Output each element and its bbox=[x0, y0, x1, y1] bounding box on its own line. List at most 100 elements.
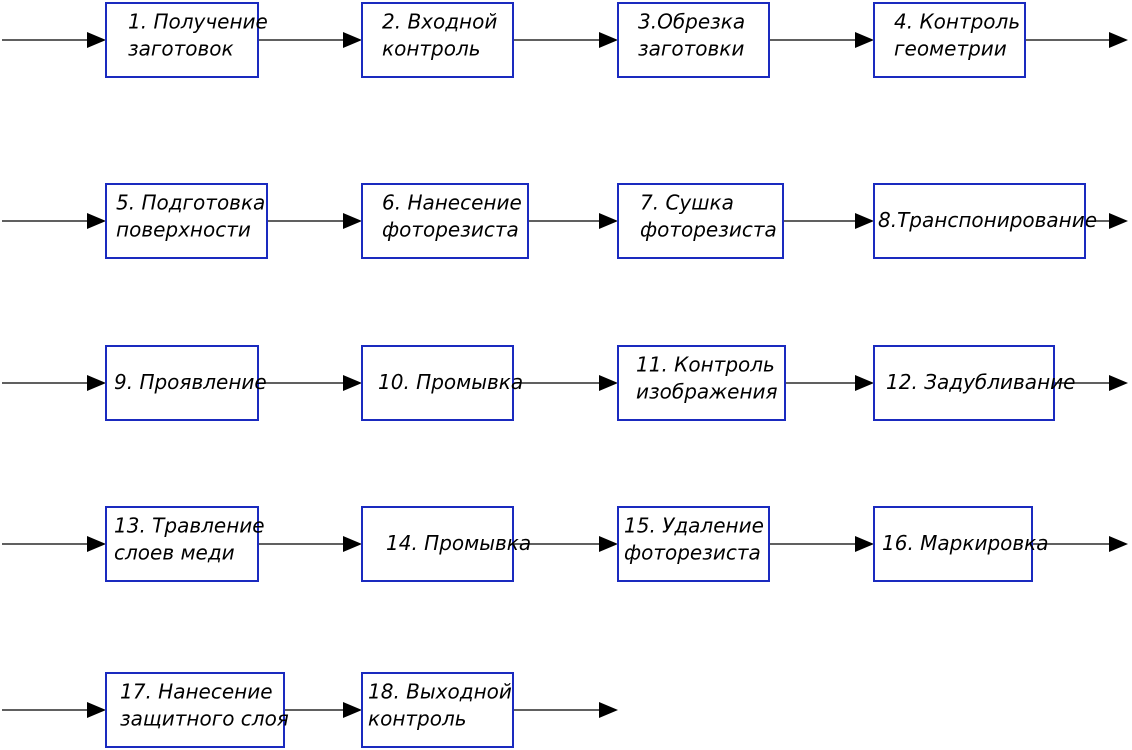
step-label-line: 17. Нанесение bbox=[120, 680, 273, 704]
arrowhead-icon bbox=[343, 536, 362, 552]
connector-between-steps bbox=[769, 536, 874, 552]
connector-lead-in bbox=[2, 213, 106, 229]
step-box bbox=[617, 183, 784, 259]
arrowhead-icon bbox=[87, 213, 106, 229]
connector-trailing bbox=[1032, 536, 1128, 552]
step-box bbox=[361, 506, 514, 582]
connector-between-steps bbox=[267, 213, 362, 229]
process-step-11: 11. Контроль изображения bbox=[617, 345, 786, 421]
step-label-line: 11. Контроль bbox=[636, 353, 775, 377]
step-box bbox=[105, 345, 259, 421]
step-label-line: слоев меди bbox=[114, 541, 235, 565]
process-step-16: 16. Маркировка bbox=[873, 506, 1049, 582]
step-label-line: фоторезиста bbox=[382, 218, 519, 242]
step-label-line: поверхности bbox=[116, 218, 251, 242]
step-label-line: 7. Сушка bbox=[640, 191, 734, 215]
process-step-1: 1. Получение заготовок bbox=[105, 2, 268, 78]
step-box bbox=[105, 183, 268, 259]
step-box bbox=[105, 672, 285, 748]
process-step-10: 10. Промывка bbox=[361, 345, 523, 421]
connector-between-steps bbox=[513, 536, 618, 552]
step-label-line: 8.Транспонирование bbox=[878, 208, 1097, 232]
step-label-line: фоторезиста bbox=[640, 218, 777, 242]
arrowhead-icon bbox=[599, 32, 618, 48]
connector-lead-in bbox=[2, 375, 106, 391]
step-box bbox=[617, 506, 770, 582]
step-box bbox=[361, 672, 514, 748]
arrowhead-icon bbox=[343, 32, 362, 48]
step-label-line: заготовок bbox=[128, 37, 234, 61]
step-label-line: контроль bbox=[382, 37, 481, 61]
step-label-line: 18. Выходной bbox=[368, 680, 512, 704]
process-step-5: 5. Подготовка поверхности bbox=[105, 183, 268, 259]
process-step-17: 17. Нанесение защитного слоя bbox=[105, 672, 289, 748]
step-box bbox=[873, 183, 1086, 259]
connector-between-steps bbox=[258, 32, 362, 48]
process-step-13: 13. Травление слоев меди bbox=[105, 506, 265, 582]
connectors bbox=[2, 32, 1128, 718]
step-box bbox=[873, 506, 1033, 582]
step-box bbox=[361, 345, 514, 421]
arrowhead-icon bbox=[855, 32, 874, 48]
connector-trailing bbox=[1085, 213, 1128, 229]
connector-between-steps bbox=[513, 375, 618, 391]
step-label-line: геометрии bbox=[894, 37, 1007, 61]
step-box bbox=[361, 2, 514, 78]
arrowhead-icon bbox=[87, 375, 106, 391]
arrowhead-icon bbox=[1109, 536, 1128, 552]
step-box bbox=[105, 506, 259, 582]
step-label-line: 1. Получение bbox=[128, 10, 268, 34]
process-step-7: 7. Сушка фоторезиста bbox=[617, 183, 784, 259]
connector-trailing bbox=[1054, 375, 1128, 391]
process-step-14: 14. Промывка bbox=[361, 506, 531, 582]
process-step-9: 9. Проявление bbox=[105, 345, 267, 421]
arrowhead-icon bbox=[343, 375, 362, 391]
arrowhead-icon bbox=[87, 702, 106, 718]
arrowhead-icon bbox=[343, 702, 362, 718]
step-label-line: 15. Удаление bbox=[624, 514, 764, 538]
step-box bbox=[361, 183, 529, 259]
step-label-line: 16. Маркировка bbox=[882, 531, 1049, 555]
step-label-line: 13. Травление bbox=[114, 514, 265, 538]
arrowhead-icon bbox=[1109, 375, 1128, 391]
arrowhead-icon bbox=[599, 702, 618, 718]
step-label-line: 14. Промывка bbox=[386, 531, 531, 555]
arrowhead-icon bbox=[855, 213, 874, 229]
process-step-18: 18. Выходной контроль bbox=[361, 672, 514, 748]
process-step-8: 8.Транспонирование bbox=[873, 183, 1097, 259]
step-label-line: изображения bbox=[636, 380, 778, 404]
step-label-line: 3.Обрезка bbox=[638, 10, 745, 34]
process-step-3: 3.Обрезка заготовки bbox=[617, 2, 770, 78]
connector-lead-in bbox=[2, 536, 106, 552]
connector-lead-in bbox=[2, 702, 106, 718]
arrowhead-icon bbox=[599, 213, 618, 229]
step-label-line: контроль bbox=[368, 707, 467, 731]
connector-between-steps bbox=[785, 375, 874, 391]
connector-between-steps bbox=[769, 32, 874, 48]
arrowhead-icon bbox=[1109, 32, 1128, 48]
arrowhead-icon bbox=[1109, 213, 1128, 229]
step-label-line: 4. Контроль bbox=[894, 10, 1020, 34]
step-box bbox=[873, 2, 1026, 78]
arrowhead-icon bbox=[599, 536, 618, 552]
connector-between-steps bbox=[284, 702, 362, 718]
step-box bbox=[617, 2, 770, 78]
step-label-line: заготовки bbox=[638, 37, 744, 61]
step-box bbox=[617, 345, 786, 421]
step-label-line: защитного слоя bbox=[120, 707, 289, 731]
step-label-line: 5. Подготовка bbox=[116, 191, 265, 215]
arrowhead-icon bbox=[599, 375, 618, 391]
arrowhead-icon bbox=[343, 213, 362, 229]
arrowhead-icon bbox=[87, 536, 106, 552]
connector-trailing bbox=[1025, 32, 1128, 48]
step-label-line: 12. Задубливание bbox=[886, 370, 1075, 394]
connector-between-steps bbox=[258, 536, 362, 552]
connector-between-steps bbox=[513, 32, 618, 48]
process-step-12: 12. Задубливание bbox=[873, 345, 1075, 421]
connector-between-steps bbox=[528, 213, 618, 229]
arrowhead-icon bbox=[855, 536, 874, 552]
